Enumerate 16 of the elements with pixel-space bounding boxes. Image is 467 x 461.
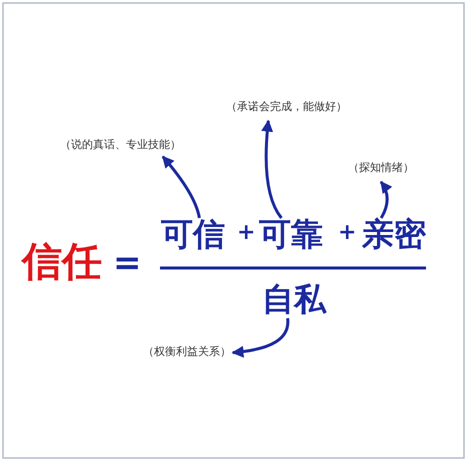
formula-term: 信任 <box>22 242 102 282</box>
formula-term: 可信 <box>161 218 225 250</box>
curved-arrow <box>380 180 392 219</box>
formula-term: 亲密 <box>362 218 426 250</box>
curved-arrow <box>261 120 283 219</box>
formula-term: 可靠 <box>259 218 323 250</box>
formula-term: 自私 <box>262 283 326 315</box>
equals-sign: = <box>113 246 142 280</box>
annotation-text: （探知情绪） <box>348 162 414 173</box>
annotation-text: （权衡利益关系） <box>143 346 231 357</box>
curved-arrow <box>232 318 290 358</box>
plus-sign: + <box>338 222 356 244</box>
plus-sign: + <box>237 222 256 244</box>
annotation-text: （说的真话、专业技能） <box>60 139 181 150</box>
annotation-text: （承诺会完成，能做好） <box>226 101 347 112</box>
curved-arrow <box>162 156 201 218</box>
